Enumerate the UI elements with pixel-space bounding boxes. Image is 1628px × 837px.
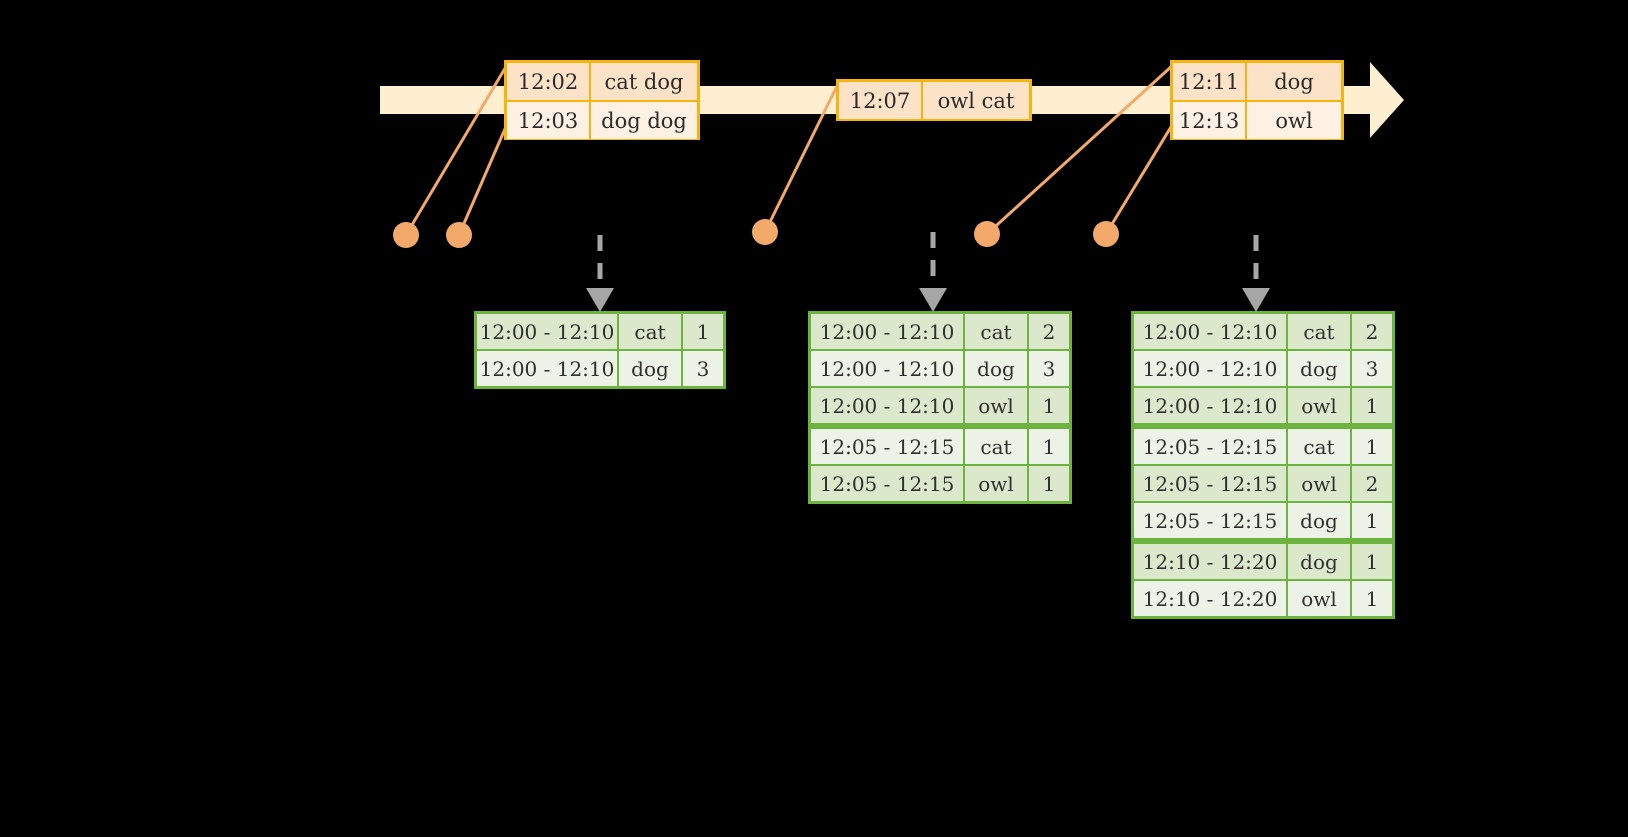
result-count-cell: 1 [1352, 544, 1392, 579]
event-group-3[interactable]: 12:11 dog 12:13 owl [1170, 60, 1344, 140]
result-window-cell: 12:00 - 12:10 [477, 314, 617, 349]
event-group-1[interactable]: 12:02 cat dog 12:03 dog dog [504, 60, 700, 140]
result-key-cell: cat [965, 429, 1027, 464]
result-count-cell: 2 [1352, 314, 1392, 349]
event-group-2[interactable]: 12:07 owl cat [836, 79, 1032, 121]
event-value: owl [1247, 102, 1341, 139]
result-window-cell: 12:00 - 12:10 [477, 351, 617, 386]
result-count-cell: 3 [683, 351, 723, 386]
result-window-cell: 12:00 - 12:10 [811, 388, 963, 423]
result-window-cell: 12:05 - 12:15 [1134, 429, 1286, 464]
dashed-arrows [597, 232, 1259, 292]
emit-dot-2 [446, 222, 472, 248]
result-count-cell: 2 [1352, 466, 1392, 501]
result-window-cell: 12:00 - 12:10 [1134, 351, 1286, 386]
result-key-cell: cat [965, 314, 1027, 349]
result-count-cell: 2 [1029, 314, 1069, 349]
result-count-cell: 1 [1029, 429, 1069, 464]
result-key-cell: dog [1288, 503, 1350, 538]
result-key-cell: owl [965, 388, 1027, 423]
result-key-cell: owl [1288, 581, 1350, 616]
emit-dot-1 [393, 222, 419, 248]
result-count-cell: 1 [1029, 388, 1069, 423]
event-row: 12:11 dog [1173, 63, 1341, 100]
result-window-cell: 12:10 - 12:20 [1134, 581, 1286, 616]
result-count-cell: 1 [1029, 466, 1069, 501]
event-value: dog dog [591, 102, 697, 139]
event-value: owl cat [923, 82, 1029, 119]
event-value: cat dog [591, 63, 697, 100]
result-count-cell: 1 [683, 314, 723, 349]
event-time: 12:07 [839, 82, 923, 119]
dashed-arrow-heads [586, 288, 1270, 312]
event-time: 12:03 [507, 102, 591, 139]
emit-dot-4 [974, 221, 1000, 247]
event-time: 12:02 [507, 63, 591, 100]
result-window-cell: 12:10 - 12:20 [1134, 544, 1286, 579]
emit-dots [393, 219, 1119, 248]
result-count-cell: 1 [1352, 581, 1392, 616]
result-key-cell: dog [965, 351, 1027, 386]
result-window-cell: 12:05 - 12:15 [811, 429, 963, 464]
result-key-cell: cat [1288, 314, 1350, 349]
result-key-cell: dog [1288, 351, 1350, 386]
result-key-cell: owl [1288, 466, 1350, 501]
result-key-cell: cat [619, 314, 681, 349]
result-key-cell: owl [1288, 388, 1350, 423]
event-time: 12:13 [1173, 102, 1247, 139]
result-count-cell: 1 [1352, 503, 1392, 538]
emit-dot-3 [752, 219, 778, 245]
result-window-cell: 12:00 - 12:10 [811, 351, 963, 386]
event-row: 12:13 owl [1173, 100, 1341, 139]
result-key-cell: owl [965, 466, 1027, 501]
event-row: 12:02 cat dog [507, 63, 697, 100]
event-row: 12:07 owl cat [839, 82, 1029, 119]
result-key-cell: cat [1288, 429, 1350, 464]
result-window-cell: 12:00 - 12:10 [1134, 314, 1286, 349]
result-count-cell: 3 [1029, 351, 1069, 386]
event-value: dog [1247, 63, 1341, 100]
result-window-cell: 12:00 - 12:10 [1134, 388, 1286, 423]
result-window-cell: 12:05 - 12:15 [1134, 503, 1286, 538]
result-count-cell: 1 [1352, 429, 1392, 464]
result-key-cell: dog [619, 351, 681, 386]
result-window-cell: 12:05 - 12:15 [811, 466, 963, 501]
result-window-cell: 12:05 - 12:15 [1134, 466, 1286, 501]
result-window-cell: 12:00 - 12:10 [811, 314, 963, 349]
result-count-cell: 3 [1352, 351, 1392, 386]
emit-dot-5 [1093, 221, 1119, 247]
event-row: 12:03 dog dog [507, 100, 697, 139]
result-count-cell: 1 [1352, 388, 1392, 423]
event-time: 12:11 [1173, 63, 1247, 100]
result-key-cell: dog [1288, 544, 1350, 579]
